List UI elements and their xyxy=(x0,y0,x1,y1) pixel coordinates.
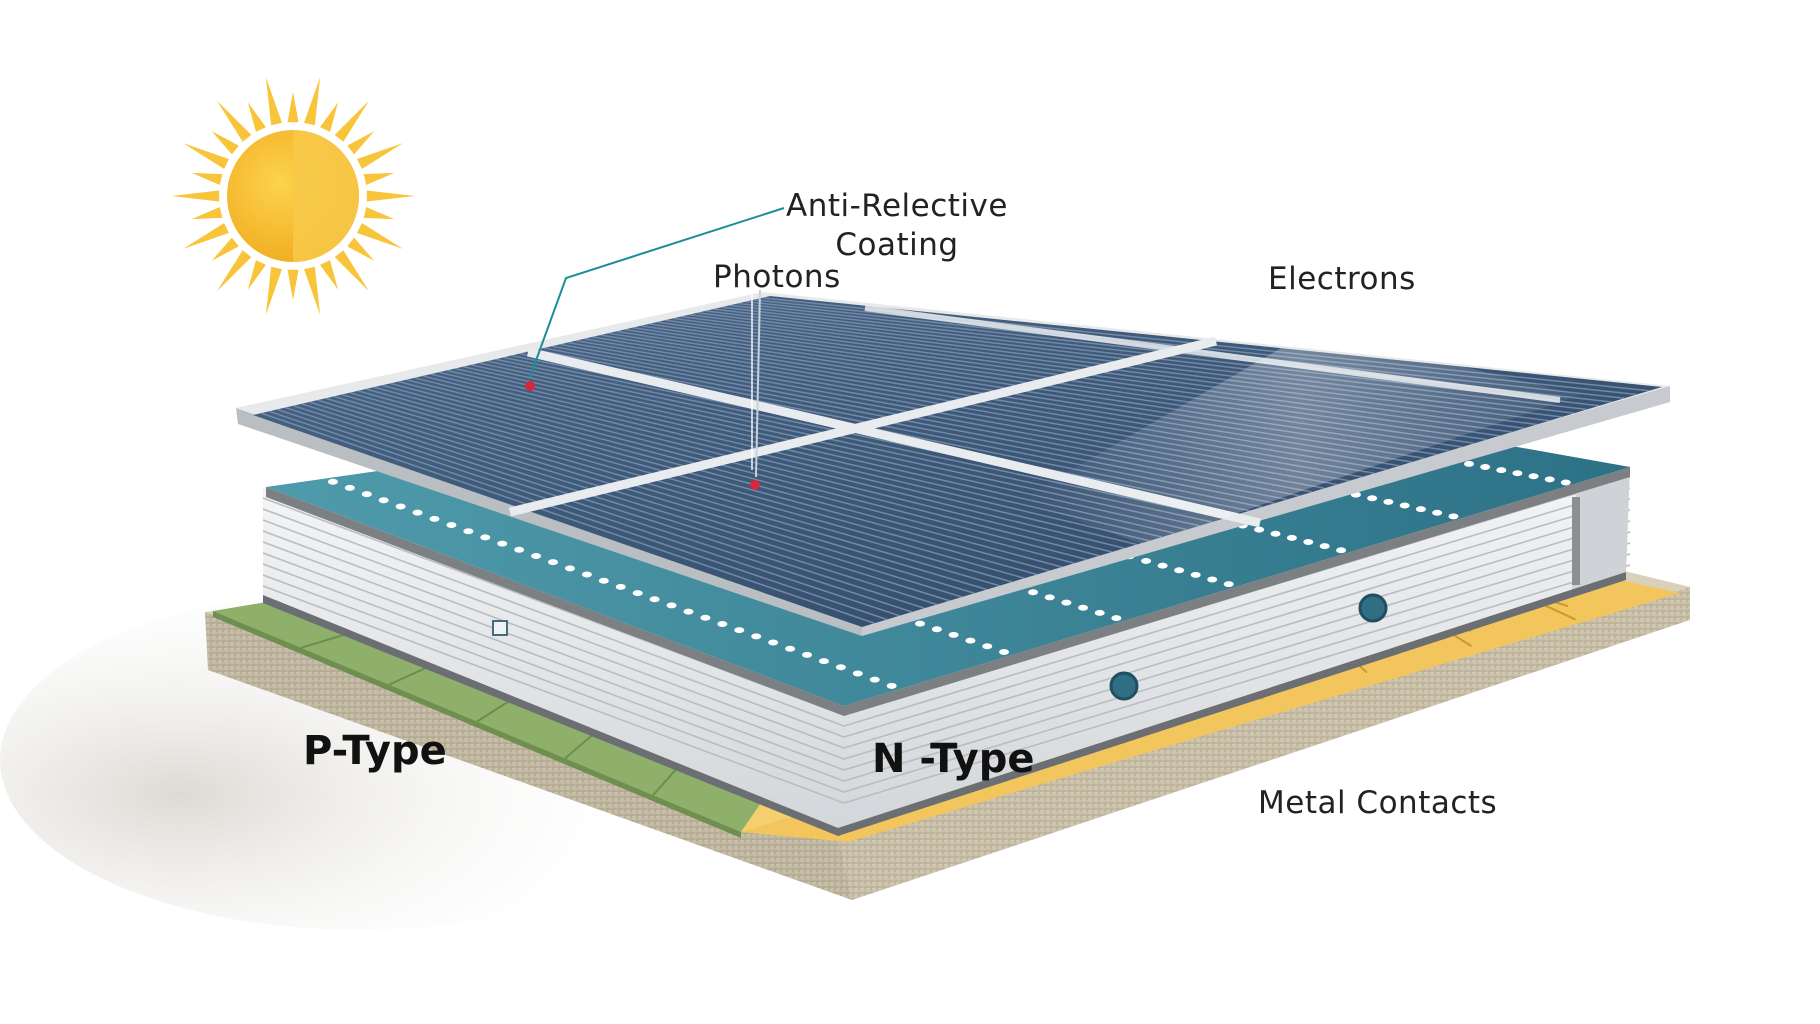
anti-reflective-line2: Coating xyxy=(835,227,959,263)
sun-icon xyxy=(171,77,415,315)
pointer-photons xyxy=(750,289,761,490)
photons-label: Photons xyxy=(713,259,841,295)
solar-panel-top xyxy=(236,292,1670,636)
metal-contacts-label: Metal Contacts xyxy=(1258,785,1498,821)
electrons-label: Electrons xyxy=(1268,261,1416,297)
pointer-anti-reflective xyxy=(525,207,785,391)
cell-body-layers xyxy=(262,466,1631,836)
p-type-label: P-Type xyxy=(303,728,447,774)
anti-reflective-line1: Anti-Relective xyxy=(786,188,1008,224)
anti-reflective-coating-label: Anti-Relective Coating xyxy=(786,187,1008,265)
n-type-label: N -Type xyxy=(872,736,1035,782)
